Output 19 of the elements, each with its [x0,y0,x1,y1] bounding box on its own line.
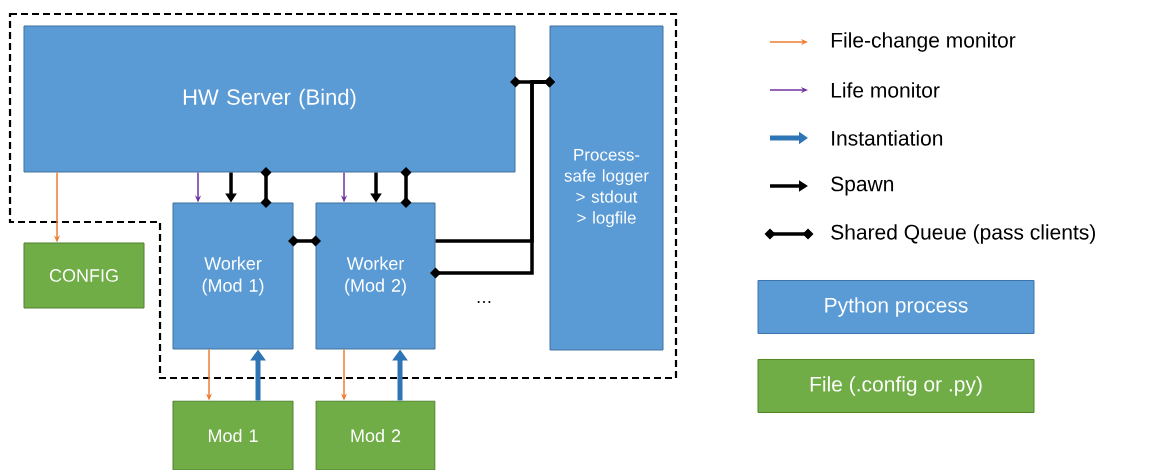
arrow [260,167,272,208]
process-box: HW Server (Bind) [23,25,516,173]
process-box: Worker (Mod 1) [172,202,294,350]
file-box: CONFIG [23,242,145,309]
process-box: Worker (Mod 2) [315,202,436,350]
legend-box: File (.config or .py) [757,359,1035,413]
file-box: Mod 2 [315,400,436,470]
arrow [288,235,321,247]
legend-label: Instantiation [832,130,943,146]
legend-label: Spawn [831,176,894,196]
legend-box: Python process [757,280,1035,334]
arrow [400,167,412,208]
legend-label: File-change monitor [831,32,1016,52]
process-box: Process-safe logger > stdout > logfile [549,25,664,351]
ellipsis-label: … [477,301,491,303]
legend-label: Shared Queue (pass clients) [831,224,1095,244]
arrow [430,76,555,279]
legend-label: Life monitor [831,82,940,98]
file-box: Mod 1 [172,400,294,470]
